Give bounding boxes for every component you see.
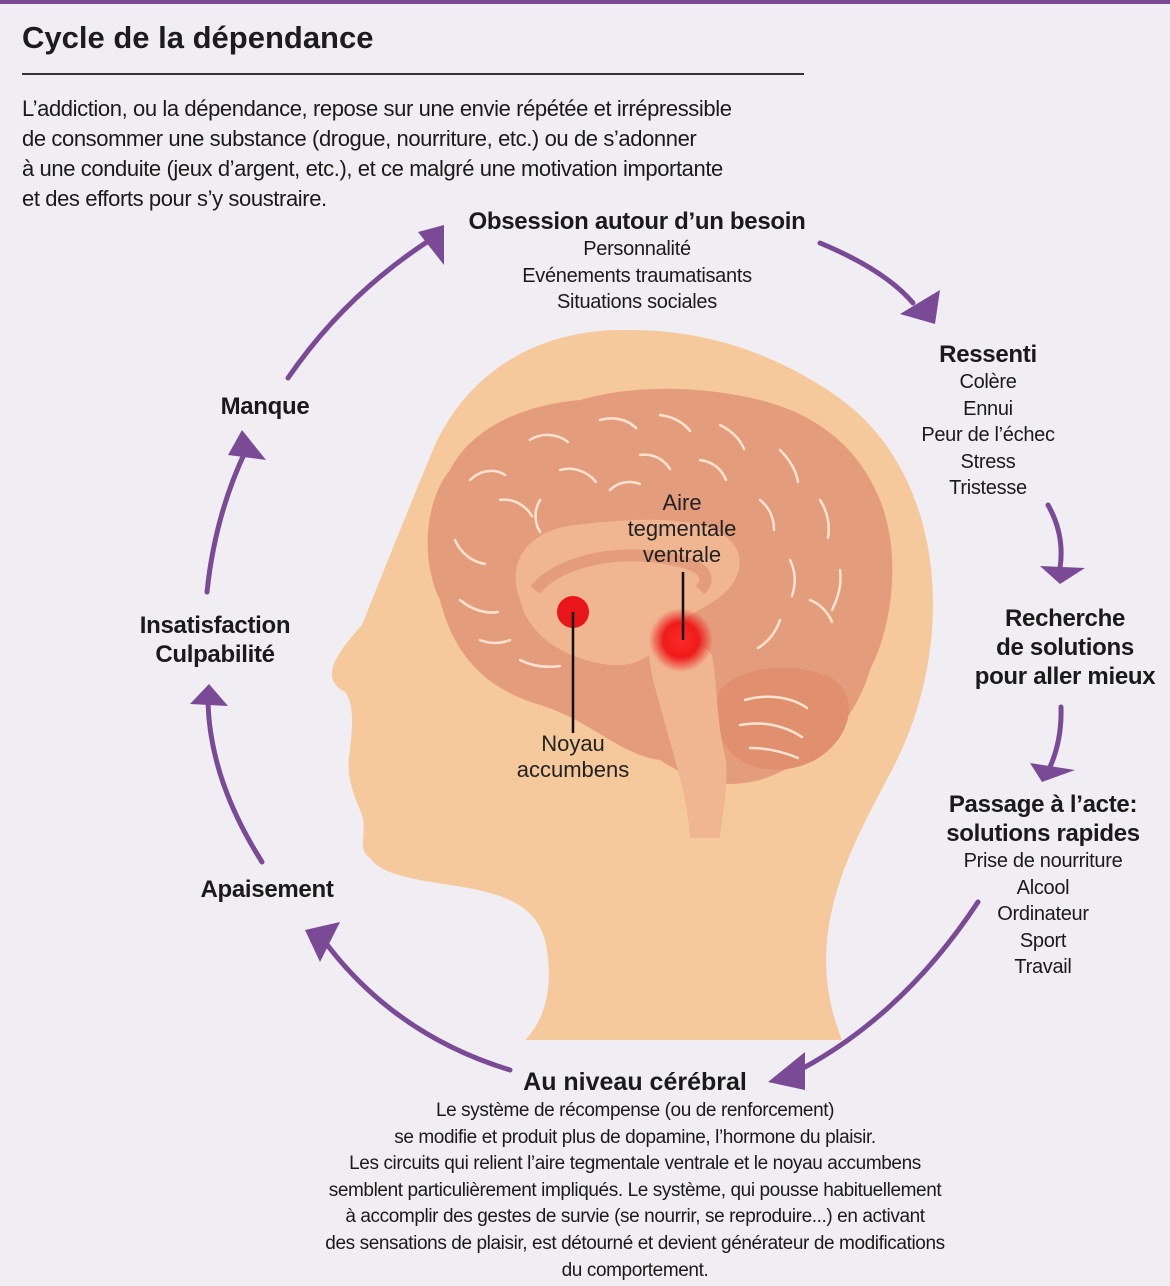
node-cerebral-line: Le système de récompense (ou de renforce… bbox=[435, 1100, 835, 1121]
arrow-passage-to-cerebral bbox=[787, 899, 981, 1078]
intro-line: et des efforts pour s’y soustraire. bbox=[22, 186, 327, 211]
arrowhead-apaisement bbox=[305, 922, 340, 962]
node-passage-title: solutions rapides bbox=[946, 820, 1140, 847]
label-noyau-line: accumbens bbox=[516, 757, 630, 782]
title-divider bbox=[22, 73, 804, 75]
arrowhead-insatisfaction bbox=[190, 684, 228, 706]
node-ressenti-title: Ressenti bbox=[939, 341, 1037, 368]
brain-gyri bbox=[453, 413, 842, 760]
node-insatisfaction-title: Culpabilité bbox=[155, 641, 275, 668]
arrowhead-obsession bbox=[418, 225, 444, 265]
node-ressenti-item: Colère bbox=[959, 371, 1017, 393]
node-passage: Passage à l’acte: solutions rapides Pris… bbox=[925, 790, 1161, 981]
arrowhead-passage bbox=[1030, 763, 1075, 782]
node-cerebral-line: Les circuits qui relient l’aire tegmenta… bbox=[349, 1153, 921, 1175]
node-insatisfaction-title: Insatisfaction bbox=[139, 612, 291, 639]
node-insatisfaction: Insatisfaction Culpabilité bbox=[105, 611, 325, 669]
node-recherche-title: Recherche bbox=[1004, 605, 1126, 632]
cerebellum bbox=[715, 667, 849, 770]
node-passage-item: Travail bbox=[1014, 956, 1072, 978]
node-cerebral-line: des sensations de plaisir, est détourné … bbox=[325, 1232, 945, 1254]
arrowhead-ressenti bbox=[900, 290, 940, 324]
node-obsession-item: Personnalité bbox=[583, 238, 691, 260]
label-aire-line: Aire bbox=[662, 490, 702, 515]
node-cerebral-title: Au niveau cérébral bbox=[523, 1068, 747, 1096]
arrow-apaisement-to-insatisfaction bbox=[205, 699, 265, 865]
arrow-recherche-to-passage bbox=[1047, 704, 1064, 770]
intro-line: à une conduite (jeux d’argent, etc.), et… bbox=[22, 156, 723, 181]
aire-tegmentale-hotspot bbox=[649, 608, 713, 672]
node-passage-item: Sport bbox=[1019, 929, 1067, 952]
corpus-callosum bbox=[530, 549, 712, 595]
arrow-ressenti-to-recherche bbox=[1045, 502, 1064, 571]
node-apaisement-title: Apaisement bbox=[200, 876, 334, 903]
node-passage-item: Ordinateur bbox=[997, 903, 1089, 925]
node-obsession-item: Situations sociales bbox=[557, 291, 717, 313]
arrowhead-cerebral bbox=[768, 1052, 805, 1090]
node-passage-item: Prise de nourriture bbox=[963, 850, 1123, 872]
node-apaisement: Apaisement bbox=[175, 875, 359, 904]
node-ressenti: Ressenti Colère Ennui Peur de l’échec St… bbox=[898, 340, 1078, 502]
label-aire-line: ventrale bbox=[642, 542, 722, 567]
label-aire-line: tegmentale bbox=[627, 516, 737, 541]
node-ressenti-item: Peur de l’échec bbox=[921, 424, 1055, 446]
arrow-obsession-to-ressenti bbox=[817, 240, 916, 306]
arrowhead-recherche bbox=[1040, 566, 1085, 584]
node-ressenti-item: Ennui bbox=[963, 397, 1013, 420]
node-ressenti-item: Stress bbox=[960, 450, 1016, 473]
node-obsession-item: Evénements traumatisants bbox=[522, 264, 752, 287]
intro-line: de consommer une substance (drogue, nour… bbox=[22, 126, 697, 151]
node-cerebral-line: semblent particulièrement impliqués. Le … bbox=[328, 1179, 942, 1201]
node-obsession: Obsession autour d’un besoin Personnalit… bbox=[428, 207, 846, 316]
arrow-heads bbox=[190, 225, 1085, 1090]
arrowhead-manque bbox=[228, 430, 266, 460]
node-recherche: Recherche de solutions pour aller mieux bbox=[960, 604, 1170, 691]
page-title: Cycle de la dépendance bbox=[22, 20, 374, 55]
node-ressenti-item: Tristesse bbox=[949, 477, 1027, 499]
node-passage-title: Passage à l’acte: bbox=[948, 791, 1138, 818]
node-cerebral-line: se modifie et produit plus de dopamine, … bbox=[394, 1126, 876, 1148]
top-accent-bar bbox=[0, 0, 1170, 4]
node-obsession-title: Obsession autour d’un besoin bbox=[468, 208, 806, 235]
node-manque-title: Manque bbox=[220, 393, 310, 420]
arrow-cerebral-to-apaisement bbox=[322, 939, 513, 1073]
intro-line: L’addiction, ou la dépendance, repose su… bbox=[22, 96, 732, 121]
label-aire-tegmentale: Aire tegmentale ventrale bbox=[602, 490, 762, 568]
node-cerebral-line: à accomplir des gestes de survie (se nou… bbox=[345, 1206, 925, 1228]
label-noyau-line: Noyau bbox=[541, 731, 605, 756]
node-manque: Manque bbox=[195, 392, 335, 421]
intro-paragraph: L’addiction, ou la dépendance, repose su… bbox=[22, 94, 822, 214]
node-cerebral-line: du comportement. bbox=[561, 1259, 709, 1281]
arrow-insatisfaction-to-manque bbox=[204, 447, 249, 595]
arrow-manque-to-obsession bbox=[285, 237, 433, 381]
label-noyau-accumbens: Noyau accumbens bbox=[493, 731, 653, 783]
node-cerebral: Au niveau cérébral Le système de récompe… bbox=[270, 1066, 1000, 1284]
cycle-arrows bbox=[204, 237, 1064, 1078]
brain-stem bbox=[648, 630, 727, 838]
node-recherche-title: de solutions bbox=[996, 634, 1134, 661]
node-passage-item: Alcool bbox=[1016, 876, 1070, 899]
node-recherche-title: pour aller mieux bbox=[974, 663, 1156, 690]
